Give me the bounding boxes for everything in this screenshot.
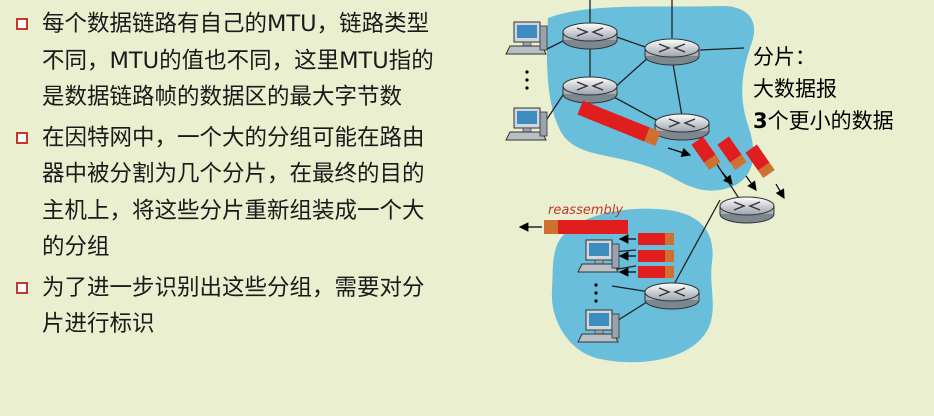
bullet-identification: 为了进一步识别出这些分组，需要对分 片进行标识 (14, 270, 494, 343)
bullet-text-line: 每个数据链路有自己的MTU，链路类型 (42, 11, 430, 37)
reassembly-label: reassembly (548, 203, 623, 218)
bullet-list: 每个数据链路有自己的MTU，链路类型 不同，MTU的值也不同，这里MTU指的 是… (14, 6, 494, 347)
large-datagram (577, 100, 661, 146)
bullet-mtu: 每个数据链路有自己的MTU，链路类型 不同，MTU的值也不同，这里MTU指的 是… (14, 6, 494, 116)
bullet-marker (16, 131, 28, 144)
bullet-text-line: 在因特网中，一个大的分组可能在路由 (42, 124, 425, 151)
bullet-text-line: 器中被分割为几个分片，在最终的目的 (42, 161, 425, 187)
reassembled-datagram (544, 220, 628, 234)
bullet-fragmentation: 在因特网中，一个大的分组可能在路由 器中被分割为几个分片，在最终的目的 主机上，… (14, 120, 494, 266)
fragment (717, 136, 747, 170)
flow-arrows (618, 234, 636, 277)
fragmentation-label-line2: 大数据报 (753, 77, 837, 101)
fragmentation-label-line3-rest: 个更小的数据 (768, 109, 894, 133)
ellipsis-dots (525, 70, 598, 303)
router-icon (654, 113, 710, 141)
bullet-text-line: 主机上，将这些分片重新组装成一个大 (42, 197, 425, 224)
arriving-fragments (638, 233, 674, 278)
router-icon (719, 196, 775, 224)
router-icon (562, 76, 618, 104)
fragment (745, 144, 775, 178)
router-icon (562, 22, 618, 50)
flow-arrows (721, 171, 785, 200)
bullet-text-line: 是数据链路帧的数据区的最大字节数 (42, 84, 403, 110)
fragment (691, 136, 721, 170)
bullet-text-line: 为了进一步识别出这些分组，需要对分 (42, 274, 425, 301)
bullet-marker (16, 18, 28, 30)
fragmentation-label-line3: 3个更小的数据 (753, 109, 894, 133)
router-icon (644, 282, 700, 310)
flow-arrow (667, 147, 692, 158)
fragmentation-label-line1: 分片： (753, 45, 816, 69)
computer-icon (505, 21, 548, 55)
fragmentation-diagram: reassembly 分片： 大数据报 3个更小的数据 (505, 0, 894, 363)
bullet-text-line: 片进行标识 (42, 311, 155, 337)
computer-icon (505, 107, 548, 141)
fragment-count: 3 (753, 109, 768, 133)
bullet-text-line: 的分组 (42, 234, 110, 260)
bullet-text-line: 不同，MTU的值也不同，这里MTU指的 (42, 47, 434, 74)
router-icon (644, 38, 700, 66)
bullet-marker (16, 281, 28, 294)
